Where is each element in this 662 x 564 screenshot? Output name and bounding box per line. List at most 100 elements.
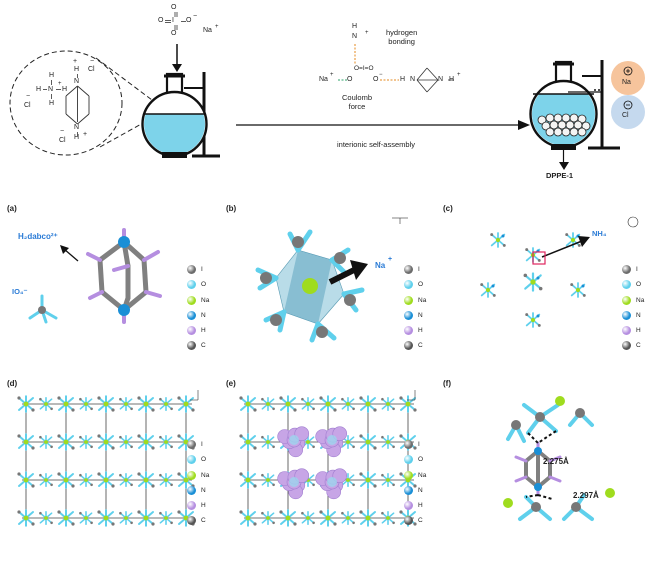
legend-swatch — [187, 485, 196, 495]
legend-label: N — [418, 486, 423, 494]
io4-annotation: IO₄⁻ — [12, 287, 28, 296]
axis-triad-e — [407, 390, 416, 401]
legend-label: N — [201, 486, 206, 494]
reaction-flask — [141, 72, 220, 158]
legend-item: C — [187, 341, 227, 356]
reagent-na-charge: + — [215, 24, 219, 30]
axis-triad-c — [627, 216, 639, 228]
legend-label: I — [636, 266, 638, 273]
hbond-distance-1: 2.275Å — [543, 457, 569, 466]
reagent-na: Na — [203, 27, 212, 34]
reagent-i: I — [172, 17, 174, 24]
nh4-highlight-box — [532, 251, 546, 265]
axis-triad-b — [392, 217, 408, 224]
inset-dabco-n-bottom: N — [74, 124, 80, 131]
mid-nh4-plus: + — [365, 30, 369, 36]
mid-dabco-h1: H — [400, 76, 406, 83]
legend-swatch — [404, 455, 413, 465]
panel-e-label: (e) — [226, 379, 236, 388]
inset-nh4-h-top: H — [49, 72, 55, 79]
mid-dabco-n2: N — [438, 76, 444, 83]
legend-label: O — [201, 456, 207, 464]
inset-dabco-h-bottom: H — [74, 134, 80, 141]
mid-minus: − — [379, 72, 383, 78]
io4-molecule — [28, 294, 58, 324]
panel-c-label: (c) — [443, 204, 453, 213]
legend-item: I — [404, 265, 444, 280]
legend-item: C — [404, 516, 444, 531]
h2dabco-annotation: H₂dabco²⁺ — [18, 232, 58, 241]
legend-item: C — [622, 341, 662, 356]
mid-nh4-n: N — [352, 33, 358, 40]
legend-item: C — [187, 516, 227, 531]
panel-f-label: (f) — [443, 379, 451, 388]
inset-nh4-h-left: H — [36, 86, 42, 93]
inset-cl-top: Cl — [88, 66, 95, 73]
legend-item: Na — [187, 295, 227, 311]
ion-circles — [594, 61, 645, 129]
na-annotation-plus: + — [388, 256, 393, 263]
legend-label: Na — [201, 296, 210, 304]
inset-nh4-bonds — [43, 80, 61, 99]
legend-label: Na — [636, 296, 645, 304]
mid-coulomb-label: Coulomb force — [342, 93, 373, 111]
legend-label: N — [201, 311, 206, 319]
legend-swatch — [622, 326, 631, 336]
legend-item: C — [404, 341, 444, 356]
mid-dabco-plus: + — [457, 72, 461, 78]
legend-label: C — [636, 342, 641, 350]
mid-na-plus: + — [330, 72, 334, 78]
legend-label: N — [636, 311, 641, 319]
legend-label: O — [418, 281, 424, 289]
legend-swatch — [622, 265, 631, 274]
legend-item: N — [187, 310, 227, 326]
legend-swatch — [187, 310, 196, 320]
legend-item: I — [187, 440, 227, 455]
legend-item: I — [622, 265, 662, 280]
inset-dabco-h-bottom-plus: + — [83, 131, 88, 138]
legend-item: N — [404, 485, 444, 501]
legend-item: O — [622, 280, 662, 295]
na-coordination-polyhedron — [255, 229, 365, 343]
legend-label: H — [418, 327, 423, 335]
legend-swatch — [187, 295, 196, 305]
legend-item: O — [404, 280, 444, 295]
reagent-bonds — [165, 12, 186, 30]
inset-nh4-plus: + — [58, 81, 62, 87]
h2dabco-pointer-arrow — [60, 245, 79, 262]
nh4-environment-structure — [480, 232, 586, 328]
mid-interaction-lines — [338, 44, 454, 93]
panel-a-label: (a) — [7, 204, 17, 213]
legend-label: I — [418, 266, 420, 273]
product-label: DPPE-1 — [546, 171, 574, 180]
legend-label: H — [201, 327, 206, 335]
mid-o-right: O — [373, 76, 379, 83]
legend-label: H — [201, 502, 206, 510]
legend-swatch — [404, 310, 413, 320]
panel-d-label: (d) — [7, 379, 18, 388]
axis-triad-d — [190, 390, 199, 401]
packing-view-e — [239, 395, 417, 527]
legend-label: I — [201, 441, 203, 448]
legend-label: C — [201, 517, 206, 525]
nh4-pointer-arrow — [541, 236, 590, 258]
na-pointer-arrow — [328, 260, 368, 285]
inset-cl-bottom: Cl — [59, 137, 66, 144]
legend-swatch — [622, 310, 631, 320]
legend-swatch — [622, 341, 631, 351]
legend-label: O — [201, 281, 207, 289]
legend-swatch — [187, 341, 196, 351]
hbond-detail-structure — [503, 396, 615, 521]
legend-swatch — [404, 501, 413, 511]
circle-na-label: Na — [622, 79, 631, 86]
inset-nh4-h-bottom: H — [49, 100, 55, 107]
inset-nh4-n: N — [48, 86, 54, 93]
legend-item: Na — [404, 470, 444, 486]
legend-swatch — [404, 326, 413, 336]
legend-label: C — [418, 517, 423, 525]
hbond-distance-2: 2.297Å — [573, 491, 599, 500]
reagent-o-bottom: O — [171, 30, 177, 37]
legend-label: O — [636, 281, 642, 289]
legend-label: Na — [418, 471, 427, 479]
